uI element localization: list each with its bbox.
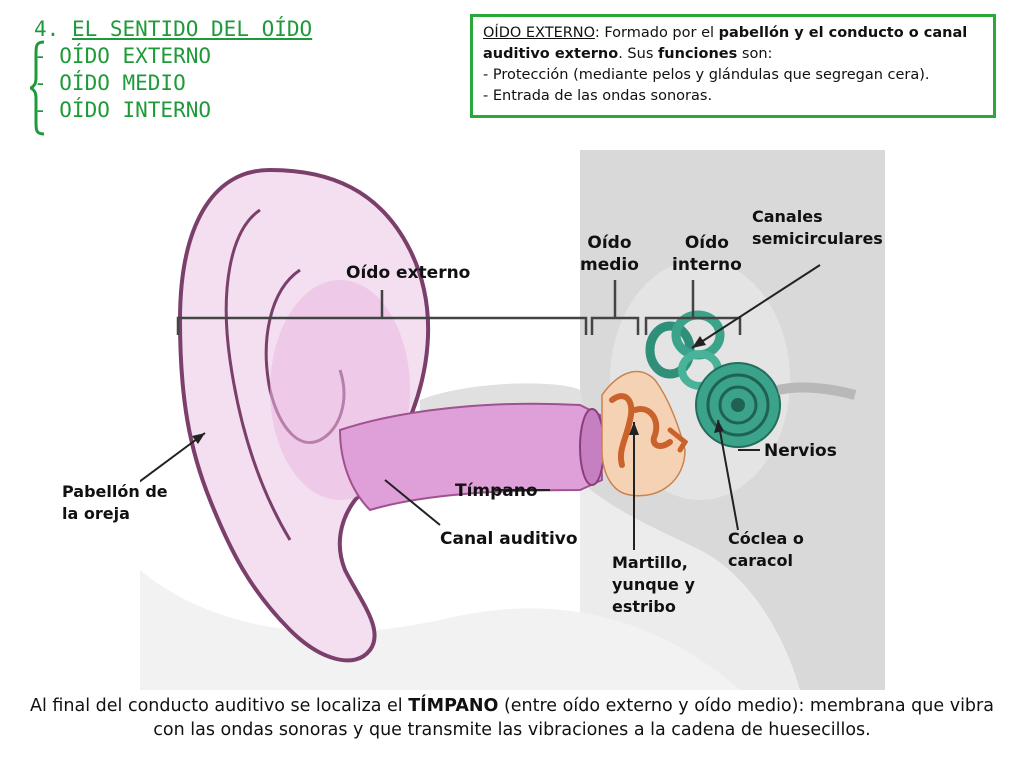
label-oido-interno-line2: interno	[672, 255, 742, 275]
label-canal-auditivo: Canal auditivo	[440, 529, 578, 549]
label-timpano: Tímpano	[455, 481, 538, 501]
label-oido-interno-line1: Oído	[684, 233, 729, 253]
annotation-martillo-line1: Martillo,	[612, 553, 688, 572]
info-bold-1: pabellón y el conducto o canal auditivo …	[483, 25, 968, 62]
info-term: OÍDO EXTERNO	[483, 25, 595, 41]
annotation-pabellon-line2: la oreja	[62, 504, 130, 523]
annotation-pabellon-line1: Pabellón de	[62, 482, 168, 501]
info-bold-2: funciones	[658, 46, 738, 62]
label-oido-medio-line1: Oído	[587, 233, 632, 253]
cochlea-spiral-1	[706, 373, 770, 437]
title-item-middle: - OÍDO MEDIO	[34, 71, 186, 95]
caption-bold: TÍMPANO	[408, 696, 499, 716]
arrowhead-coclea	[714, 420, 724, 433]
arrowhead-martillo	[629, 422, 639, 435]
brace-decoration	[30, 40, 45, 136]
annotation-coclea: Cóclea o caracol	[728, 528, 804, 572]
nerve-bundle	[776, 382, 857, 400]
leader-lines	[134, 264, 821, 550]
incus-bone	[632, 406, 673, 449]
label-oido-medio-line2: medio	[580, 255, 639, 275]
info-text-3: son:	[737, 46, 773, 62]
title-item-inner: - OÍDO INTERNO	[34, 98, 212, 122]
leader-coclea	[717, 419, 739, 531]
caption-text: Al final del conducto auditivo se locali…	[30, 694, 994, 742]
info-bullet-2: - Entrada de las ondas sonoras.	[483, 88, 713, 104]
stapes-bone	[667, 427, 689, 453]
info-box-outer-ear: OÍDO EXTERNO: Formado por el pabellón y …	[470, 14, 996, 118]
section-brackets	[176, 280, 742, 335]
label-oido-externo: Oído externo	[346, 263, 471, 283]
caption-part-2: (entre oído externo y oído medio): membr…	[153, 696, 994, 740]
title-item-outer: - OÍDO EXTERNO	[34, 44, 212, 68]
info-bullet-1: - Protección (mediante pelos y glándulas…	[483, 67, 930, 83]
arrowheads	[192, 336, 724, 444]
annotation-canales-line1: Canales	[752, 207, 823, 226]
cochlea-spiral-2	[718, 385, 758, 425]
info-text-1: : Formado por el	[594, 25, 719, 41]
info-text-2: . Sus	[618, 46, 658, 62]
info-box-intro: OÍDO EXTERNO: Formado por el pabellón y …	[483, 23, 985, 65]
annotation-canales-line2: semicirculares	[752, 229, 883, 248]
annotation-martillo-line2: yunque y	[612, 575, 695, 594]
annotation-martillo: Martillo, yunque y estribo	[612, 552, 695, 618]
title-heading-line: 4. EL SENTIDO DEL OÍDO	[34, 16, 312, 43]
leader-canales	[691, 264, 821, 349]
malleus-bone	[609, 393, 635, 468]
arrowhead-pabellon	[192, 433, 205, 444]
leader-canal	[384, 479, 441, 526]
label-oido-medio: Oído medio	[580, 232, 639, 276]
annotation-coclea-line1: Cóclea o	[728, 529, 804, 548]
annotation-canales: Canales semicirculares	[752, 206, 883, 250]
leader-pabellon	[134, 432, 206, 486]
label-oido-interno: Oído interno	[672, 232, 742, 276]
ear-diagram: Oído externo Oído medio Oído interno Tím…	[134, 150, 885, 690]
eardrum	[579, 408, 605, 486]
arrowhead-canales	[692, 336, 706, 348]
title-number: 4.	[34, 17, 60, 41]
head-skin	[140, 570, 740, 690]
title-heading: EL SENTIDO DEL OÍDO	[71, 17, 313, 41]
caption-part-1: Al final del conducto auditivo se locali…	[30, 696, 409, 716]
helix-fold	[224, 208, 292, 541]
annotation-coclea-line2: caracol	[728, 551, 793, 570]
label-nervios: Nervios	[764, 441, 837, 461]
annotation-pabellon: Pabellón de la oreja	[62, 481, 168, 525]
cochlea-center	[731, 398, 745, 412]
title-block: 4. EL SENTIDO DEL OÍDO - OÍDO EXTERNO - …	[34, 16, 312, 124]
annotation-martillo-line3: estribo	[612, 597, 676, 616]
ear-illustration	[134, 150, 885, 690]
